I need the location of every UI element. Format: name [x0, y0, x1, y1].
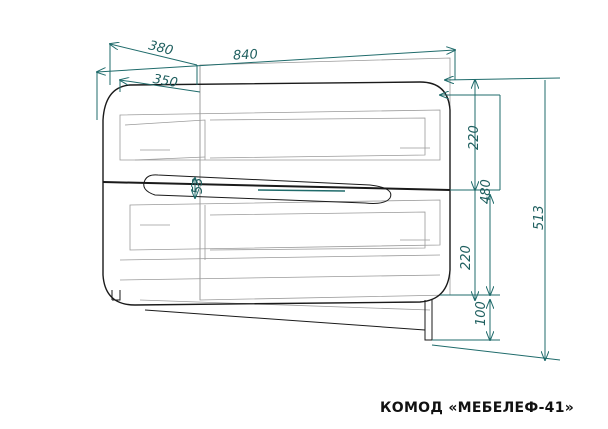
dim-label-leg: 100 [474, 301, 489, 326]
dim-label-total-height: 513 [532, 205, 547, 230]
product-title: КОМОД «МЕБЕЛЕФ-41» [380, 400, 575, 416]
dimension-lines [97, 44, 561, 360]
dim-label-width: 840 [233, 47, 259, 63]
dim-label-drawer-top: 220 [467, 125, 482, 150]
dim-label-drawer-bottom: 220 [459, 245, 474, 270]
handle-marker [257, 189, 346, 192]
dim-label-handle: 53 [191, 177, 206, 194]
dim-label-depth-outer: 380 [147, 38, 175, 59]
body-outline [102, 81, 451, 341]
dim-label-depth-inner: 350 [152, 72, 179, 91]
dim-label-body-height: 480 [479, 179, 494, 204]
